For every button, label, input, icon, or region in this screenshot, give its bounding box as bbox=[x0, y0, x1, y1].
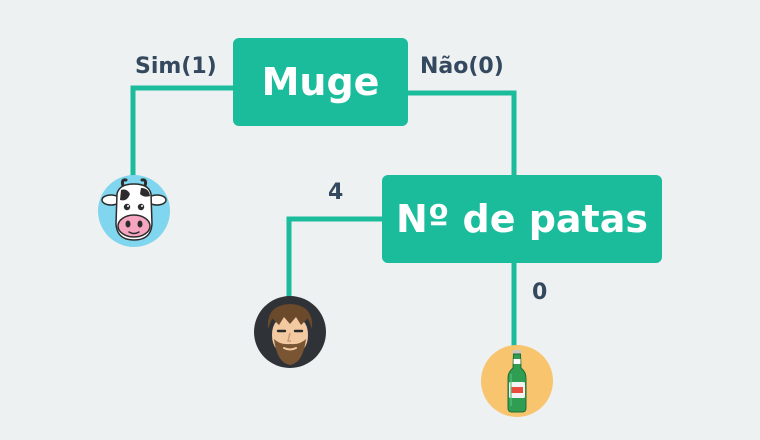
edge-no-line bbox=[408, 90, 517, 175]
decision-node-patas-label: Nº de patas bbox=[396, 197, 648, 241]
edge-label-no: Não(0) bbox=[420, 54, 504, 79]
edge-label-four: 4 bbox=[328, 180, 344, 205]
edge-label-yes: Sim(1) bbox=[135, 54, 217, 79]
bearded-man-icon bbox=[254, 296, 326, 368]
edge-four-line bbox=[286, 216, 382, 297]
beer-bottle-icon bbox=[481, 345, 553, 417]
edge-label-zero: 0 bbox=[532, 280, 548, 305]
decision-node-muge-label: Muge bbox=[261, 60, 380, 104]
edge-yes-line bbox=[130, 85, 233, 176]
decision-node-muge: Muge bbox=[233, 38, 408, 126]
cow-icon bbox=[98, 175, 170, 247]
decision-node-patas: Nº de patas bbox=[382, 175, 662, 263]
